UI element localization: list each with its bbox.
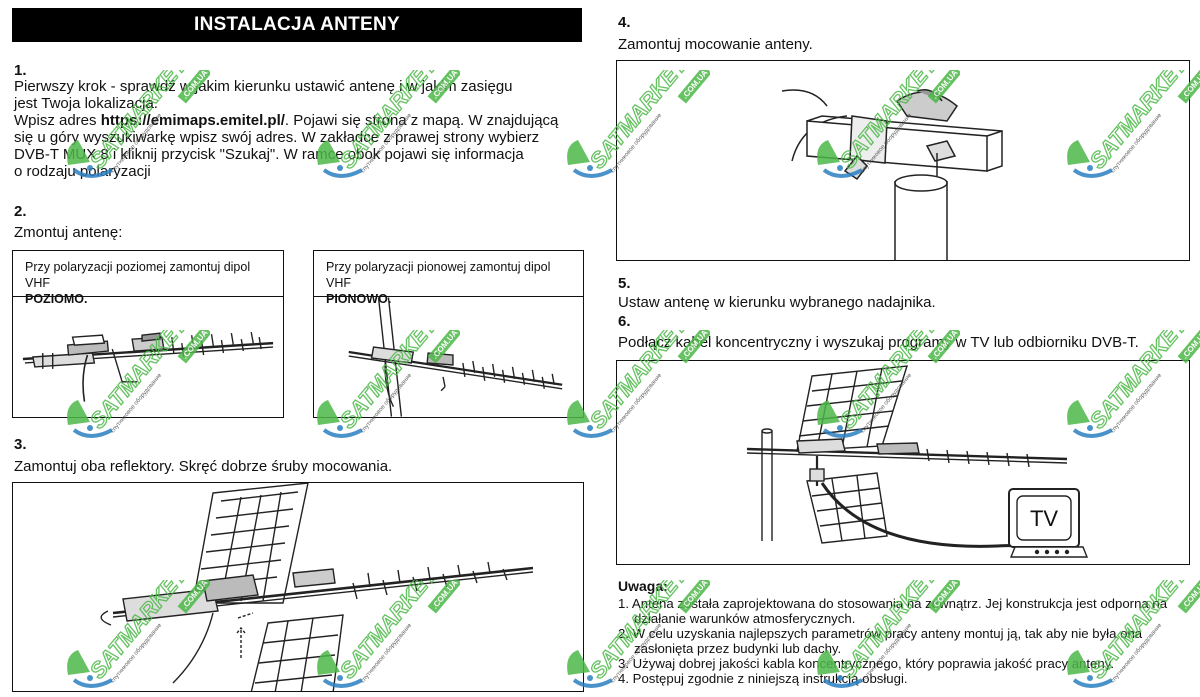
horizontal-antenna-drawing: [22, 332, 274, 402]
step-5-number: 5.: [618, 275, 631, 292]
step-5-text: Ustaw antenę w kierunku wybranego nadajn…: [618, 294, 936, 311]
page-title: INSTALACJA ANTENY: [12, 8, 582, 42]
step-2-number: 2.: [14, 203, 27, 220]
vertical-dipol-panel: Przy polaryzacji pionowej zamontuj dipol…: [313, 250, 584, 418]
connection-panel: TV: [616, 360, 1190, 565]
step-1-text: Pierwszy krok - sprawdź w jakim kierunku…: [14, 78, 584, 180]
step-1-line: jest Twoja lokalizacja.: [14, 95, 158, 112]
step-6-number: 6.: [618, 313, 631, 330]
vertical-dipol-caption: Przy polaryzacji pionowej zamontuj dipol…: [314, 251, 583, 306]
step-4-number: 4.: [618, 14, 631, 31]
notes-list: 1. Antena została zaprojektowana do stos…: [618, 596, 1194, 686]
horizontal-dipol-caption: Przy polaryzacji poziomej zamontuj dipol…: [13, 251, 283, 306]
svg-text:.COM.UA: .COM.UA: [1180, 330, 1200, 361]
emitel-url-link[interactable]: https://emimaps.emitel.pl/: [100, 112, 285, 129]
note-item: 1. Antena została zaprojektowana do stos…: [618, 596, 1168, 611]
note-item: 4. Postępuj zgodnie z niniejszą instrukc…: [618, 671, 908, 686]
note-item: 2. W celu uzyskania najlepszych parametr…: [618, 626, 1143, 641]
note-item: zasłonięta przez budynki lub dachy.: [634, 641, 842, 656]
reflectors-panel: [12, 482, 584, 692]
step-1-line: się u góry wyszukiwarkę wpisz swój adres…: [14, 129, 540, 146]
reflectors-drawing: [100, 483, 534, 691]
step-4-text: Zamontuj mocowanie anteny.: [618, 36, 813, 53]
mount-drawing: [781, 89, 1003, 260]
mount-panel: [616, 60, 1190, 261]
vertical-antenna-drawing: [348, 297, 563, 417]
step-1-line: o rodzaju polaryzacji: [14, 163, 151, 180]
note-item: działanie warunków atmosferycznych.: [634, 611, 856, 626]
horizontal-dipol-panel: Przy polaryzacji poziomej zamontuj dipol…: [12, 250, 284, 418]
notes-title: Uwaga:: [618, 578, 668, 594]
step-6-text: Podłącz kabel koncentryczny i wyszukaj p…: [618, 334, 1139, 351]
step-1-line: Pierwszy krok - sprawdź w jakim kierunku…: [14, 78, 513, 95]
step-3-text: Zamontuj oba reflektory. Skręć dobrze śr…: [14, 458, 393, 475]
step-2-text: Zmontuj antenę:: [14, 224, 123, 241]
note-item: 3. Używaj dobrej jakości kabla koncentry…: [618, 656, 1114, 671]
tv-label: TV: [1029, 506, 1059, 531]
connection-drawing: [746, 365, 1089, 558]
step-1-line: Wpisz adres https://emimaps.emitel.pl/. …: [14, 112, 559, 129]
step-3-number: 3.: [14, 436, 27, 453]
step-1-line: DVB-T MUX 8 i kliknij przycisk "Szukaj".…: [14, 146, 524, 163]
step-1-number: 1.: [14, 62, 27, 79]
